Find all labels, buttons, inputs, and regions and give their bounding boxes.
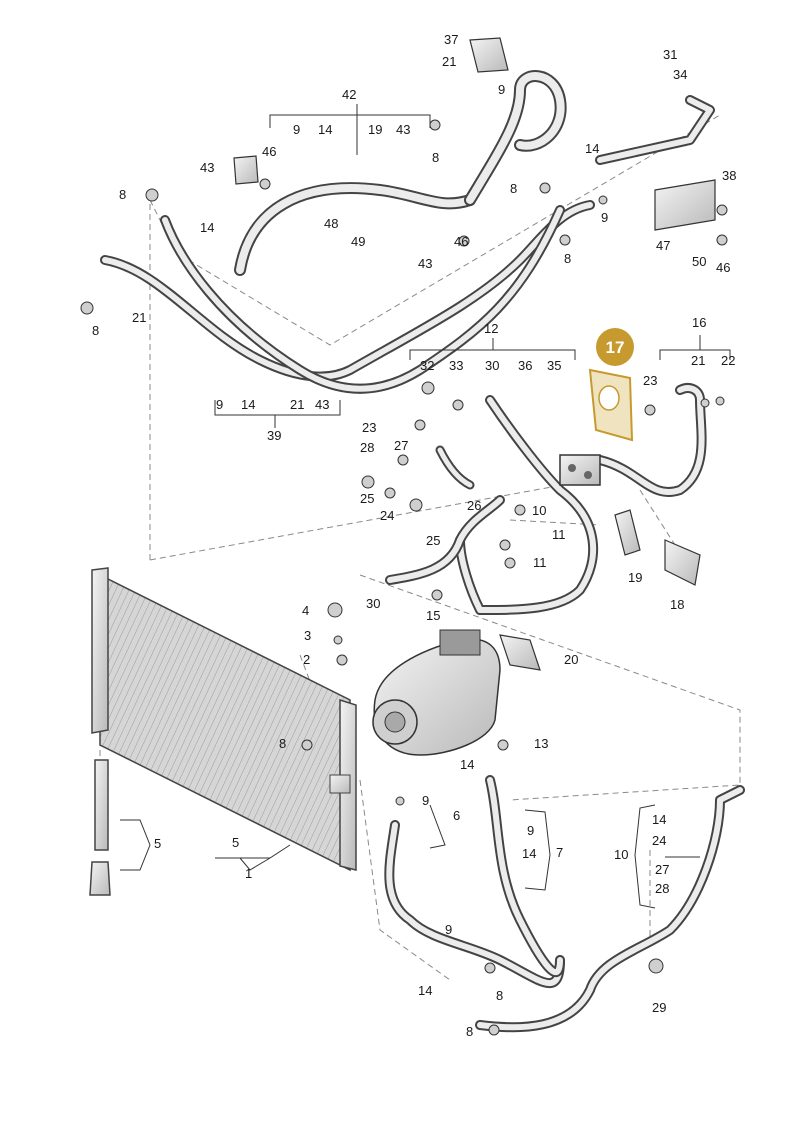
callout: 37 xyxy=(444,32,458,47)
callout: 7 xyxy=(556,845,563,860)
callout: 14 xyxy=(418,983,432,998)
callout: 14 xyxy=(200,220,214,235)
callout: 4 xyxy=(302,603,309,618)
callout: 14 xyxy=(460,757,474,772)
callout: 22 xyxy=(721,353,735,368)
callout: 32 xyxy=(420,358,434,373)
expansion-valve xyxy=(559,454,601,486)
label-brackets xyxy=(120,104,731,909)
callout: 25 xyxy=(360,491,374,506)
callout: 5 xyxy=(232,835,239,850)
brackets xyxy=(233,37,716,671)
callout: 36 xyxy=(518,358,532,373)
callout: 21 xyxy=(691,353,705,368)
callout: 9 xyxy=(293,122,300,137)
callout: 46 xyxy=(454,234,468,249)
callout: 8 xyxy=(119,187,126,202)
callout: 14 xyxy=(318,122,332,137)
callout: 34 xyxy=(673,67,687,82)
callout: 18 xyxy=(670,597,684,612)
callout: 43 xyxy=(315,397,329,412)
callout: 8 xyxy=(279,736,286,751)
callout: 11 xyxy=(552,527,566,542)
callout: 10 xyxy=(532,503,546,518)
callout: 28 xyxy=(360,440,374,455)
callout: 14 xyxy=(241,397,255,412)
callout: 14 xyxy=(652,812,666,827)
callout: 8 xyxy=(496,988,503,1003)
callout: 30 xyxy=(485,358,499,373)
callout: 6 xyxy=(453,808,460,823)
callout: 9 xyxy=(216,397,223,412)
callout: 35 xyxy=(547,358,561,373)
callout: 28 xyxy=(655,881,669,896)
callout: 19 xyxy=(628,570,642,585)
callout: 13 xyxy=(534,736,548,751)
lower-refrigerant-lines xyxy=(384,775,745,1033)
middle-refrigerant-lines xyxy=(385,383,707,615)
callout: 14 xyxy=(522,846,536,861)
callout: 2 xyxy=(303,652,310,667)
callout: 33 xyxy=(449,358,463,373)
callout: 43 xyxy=(200,160,214,175)
callout: 29 xyxy=(652,1000,666,1015)
callout: 9 xyxy=(498,82,505,97)
callout: 30 xyxy=(366,596,380,611)
callout: 9 xyxy=(527,823,534,838)
dashed-leader-lines xyxy=(99,114,741,981)
callout: 5 xyxy=(154,836,161,851)
callout-labels: 37 21 9 31 34 42 9 14 19 43 8 46 43 8 48… xyxy=(92,32,736,1039)
callout: 21 xyxy=(132,310,146,325)
callout: 19 xyxy=(368,122,382,137)
callout: 9 xyxy=(445,922,452,937)
callout: 10 xyxy=(614,847,628,862)
callout: 43 xyxy=(418,256,432,271)
highlight-badge-label: 17 xyxy=(606,338,625,357)
callout: 8 xyxy=(466,1024,473,1039)
callout: 8 xyxy=(564,251,571,266)
callout: 1 xyxy=(245,866,252,881)
callout: 14 xyxy=(585,141,599,156)
upper-refrigerant-lines xyxy=(100,70,715,394)
callout: 3 xyxy=(304,628,311,643)
callout: 42 xyxy=(342,87,356,102)
callout: 24 xyxy=(380,508,394,523)
callout: 21 xyxy=(290,397,304,412)
callout: 27 xyxy=(394,438,408,453)
callout: 48 xyxy=(324,216,338,231)
callout: 43 xyxy=(396,122,410,137)
callout: 38 xyxy=(722,168,736,183)
callout: 15 xyxy=(426,608,440,623)
callout: 49 xyxy=(351,234,365,249)
callout: 8 xyxy=(432,150,439,165)
callout: 47 xyxy=(656,238,670,253)
highlight-badge-17: 17 xyxy=(596,328,634,366)
callout: 12 xyxy=(484,321,498,336)
condenser xyxy=(91,567,357,872)
heat-shield-part-17 xyxy=(588,368,634,442)
callout: 26 xyxy=(467,498,481,513)
callout: 21 xyxy=(442,54,456,69)
callout: 9 xyxy=(422,793,429,808)
callout: 9 xyxy=(601,210,608,225)
callout: 11 xyxy=(533,555,547,570)
callout: 46 xyxy=(262,144,276,159)
ac-compressor xyxy=(372,629,501,756)
callout: 39 xyxy=(267,428,281,443)
fasteners xyxy=(80,119,728,1036)
callout: 25 xyxy=(426,533,440,548)
callout: 23 xyxy=(643,373,657,388)
callout: 23 xyxy=(362,420,376,435)
callout: 16 xyxy=(692,315,706,330)
callout: 8 xyxy=(510,181,517,196)
callout: 46 xyxy=(716,260,730,275)
receiver-dryer xyxy=(89,759,111,896)
callout: 27 xyxy=(655,862,669,877)
callout: 50 xyxy=(692,254,706,269)
callout: 20 xyxy=(564,652,578,667)
callout: 24 xyxy=(652,833,666,848)
callout: 31 xyxy=(663,47,677,62)
callout: 8 xyxy=(92,323,99,338)
